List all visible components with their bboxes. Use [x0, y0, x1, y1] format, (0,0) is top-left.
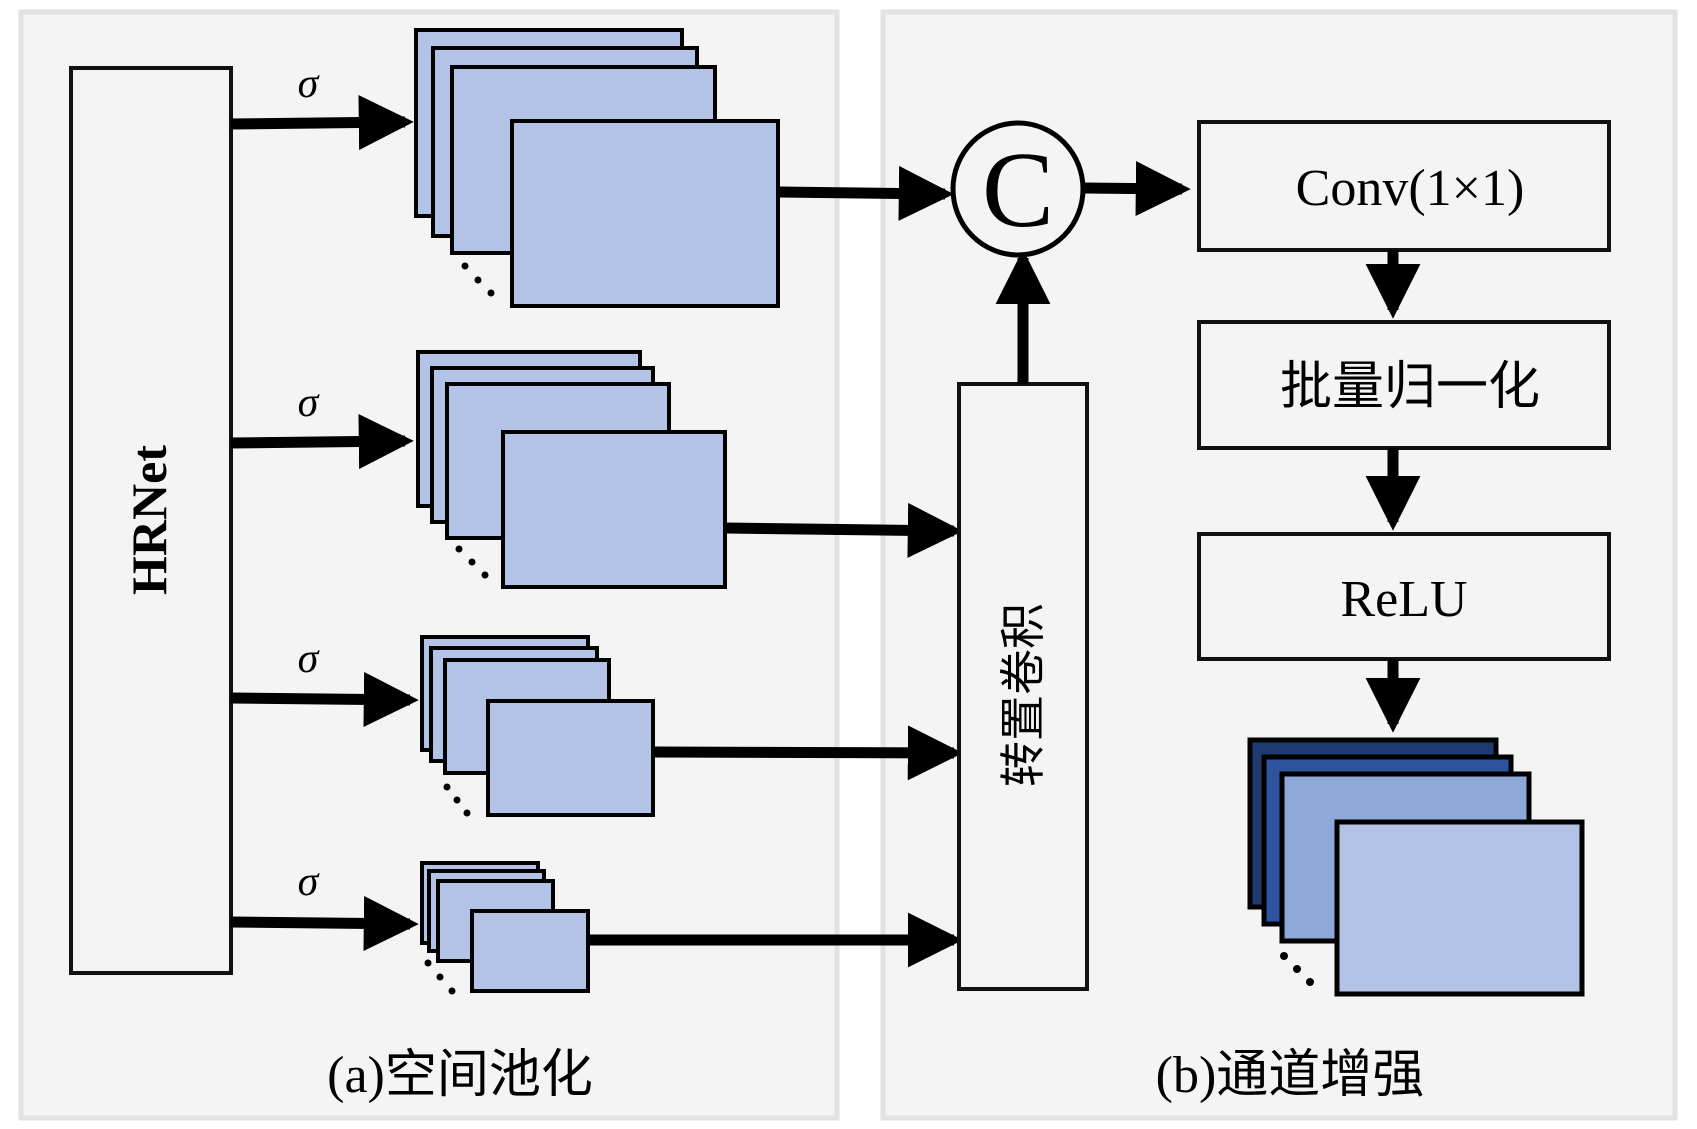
caption-b: (b)通道增强	[1156, 1047, 1425, 1104]
stack1-to-concat-arrow	[778, 165, 954, 221]
feature-map	[486, 699, 655, 817]
branch-arrow-4	[230, 895, 419, 951]
feature-stack-3	[420, 635, 655, 817]
feature-stack-2	[416, 350, 727, 589]
relu-label: ReLU	[1340, 571, 1467, 628]
transposed-conv-label: 转置卷积	[998, 603, 1049, 787]
branch-arrow-2	[230, 414, 414, 470]
stack3-to-transconv-arrow	[652, 725, 963, 781]
sigma-label-3: σ	[298, 636, 321, 682]
output-feature-stack	[1247, 737, 1585, 997]
branch-arrow-3	[230, 671, 419, 727]
feature-stack-1	[414, 28, 780, 308]
conv1x1-block	[1197, 120, 1611, 252]
ellipsis-dot	[1280, 952, 1288, 960]
branch-arrows	[230, 95, 419, 951]
batchnorm-label: 批量归一化	[1280, 359, 1540, 416]
ellipsis-dot	[461, 262, 469, 270]
ellipsis-dot	[436, 973, 444, 981]
ellipsis-dot	[468, 558, 476, 566]
sigma-label-1: σ	[298, 61, 321, 107]
caption-a: (a)空间池化	[327, 1047, 593, 1104]
ellipsis-dot	[453, 796, 461, 804]
ellipsis-dot	[463, 809, 471, 817]
ellipsis-dot	[455, 545, 463, 553]
feature-stack-4	[420, 861, 590, 995]
feature-map-light	[1334, 819, 1585, 997]
concat-symbol: C	[982, 131, 1054, 250]
hrnet-label: HRNet	[121, 445, 177, 595]
ellipsis-dot	[487, 289, 495, 297]
ellipsis-dot	[1293, 965, 1301, 973]
sigma-label-2: σ	[298, 380, 321, 426]
feature-map	[510, 119, 780, 308]
feature-map	[470, 909, 590, 993]
stack2-to-transconv-arrow	[724, 502, 963, 558]
sigma-label-4: σ	[298, 859, 321, 905]
ellipsis-dot	[448, 987, 456, 995]
hrnet-box	[69, 66, 233, 975]
stack-output-arrows	[588, 165, 963, 968]
conv1x1-label: Conv(1×1)	[1296, 160, 1525, 217]
ellipsis-dot	[443, 783, 451, 791]
concat-to-conv-arrow	[1083, 161, 1191, 217]
ellipsis-dot	[424, 959, 432, 967]
ellipsis-dot	[481, 571, 489, 579]
ellipsis-dot	[474, 276, 482, 284]
batchnorm-block	[1197, 320, 1611, 450]
ellipsis-dot	[1306, 978, 1314, 986]
transposed-conv-box	[957, 382, 1089, 991]
concat-node	[950, 120, 1086, 258]
feature-map	[501, 430, 727, 589]
relu-block	[1197, 532, 1611, 661]
branch-arrow-1	[230, 95, 414, 151]
